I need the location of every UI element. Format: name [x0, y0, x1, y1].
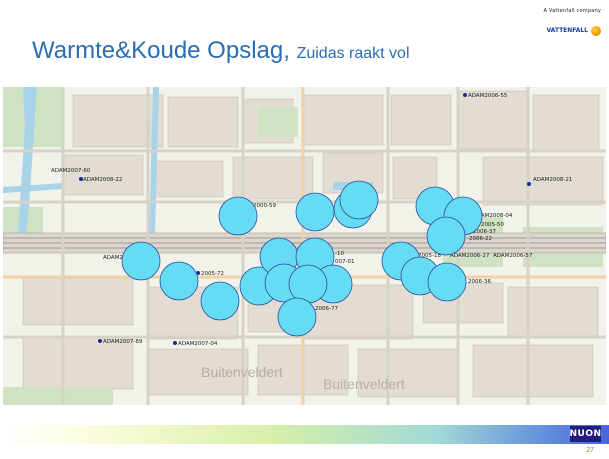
well-label: 2000-59 — [253, 203, 276, 209]
well-label: 007-01 — [335, 259, 354, 265]
footer-gradient-bar — [0, 425, 609, 444]
well-label: ADAM2007-89 — [103, 339, 143, 345]
well-label: 2006-22 — [469, 236, 492, 242]
nuon-logo-text: NUON — [569, 429, 602, 439]
storage-circle — [288, 264, 328, 304]
district-label: Buitenveldert — [323, 376, 405, 392]
well-label: ADAM2006-57 — [493, 253, 533, 259]
nuon-logo: NUON — [569, 426, 602, 442]
slide-title-main: Warmte&Koude Opslag, — [32, 37, 297, 64]
well-label: ADAM2008-21 — [533, 177, 572, 183]
vattenfall-tagline: A Vattenfall company — [543, 8, 601, 14]
storage-circle — [218, 196, 258, 236]
storage-circle — [339, 180, 379, 220]
well-label: -10 — [335, 251, 344, 257]
storage-circle — [295, 192, 335, 232]
well-label: 2005-50 — [481, 222, 504, 228]
well-marker — [527, 182, 531, 186]
well-label: ADAM2008-04 — [473, 213, 513, 219]
well-label: 2006-36 — [468, 279, 491, 285]
well-label: 2005-72 — [201, 271, 224, 277]
well-label: ADAM2007-60 — [51, 168, 91, 174]
storage-circle — [426, 216, 466, 256]
storage-circle — [427, 262, 467, 302]
vattenfall-logo: A Vattenfall company VATTENFALL — [531, 8, 601, 36]
well-marker — [173, 341, 177, 345]
district-label: Buitenveldert — [201, 364, 283, 380]
slide-title-sub: Zuidas raakt vol — [296, 45, 410, 62]
vattenfall-brand-text: VATTENFALL — [546, 27, 588, 34]
page-number: 27 — [586, 447, 594, 454]
well-label: 2005-18 — [418, 253, 441, 259]
map-canvas: Buitenveldert Buitenveldert ADAM2006-55 … — [3, 87, 606, 405]
vattenfall-drop-icon — [591, 25, 601, 36]
well-label: ADAM2006-55 — [468, 93, 508, 99]
storage-circle — [121, 241, 161, 281]
well-label: 2006-77 — [315, 306, 338, 312]
well-label: ADAM2007-04 — [178, 341, 218, 347]
map: Buitenveldert Buitenveldert ADAM2006-55 … — [3, 87, 606, 405]
well-marker — [79, 177, 83, 181]
storage-circle — [159, 261, 199, 301]
vattenfall-brand: VATTENFALL — [546, 25, 601, 36]
well-label: ADAM2008-22 — [83, 177, 122, 183]
storage-circle — [200, 281, 240, 321]
well-label: ADAM2 — [103, 255, 123, 261]
slide-title: Warmte&Koude Opslag, Zuidas raakt vol — [32, 37, 410, 65]
well-label: 2006-37 — [473, 229, 496, 235]
well-marker — [463, 93, 467, 97]
well-marker — [98, 339, 102, 343]
well-label: ADAM2006-27 — [450, 253, 490, 259]
storage-circle — [277, 297, 317, 337]
